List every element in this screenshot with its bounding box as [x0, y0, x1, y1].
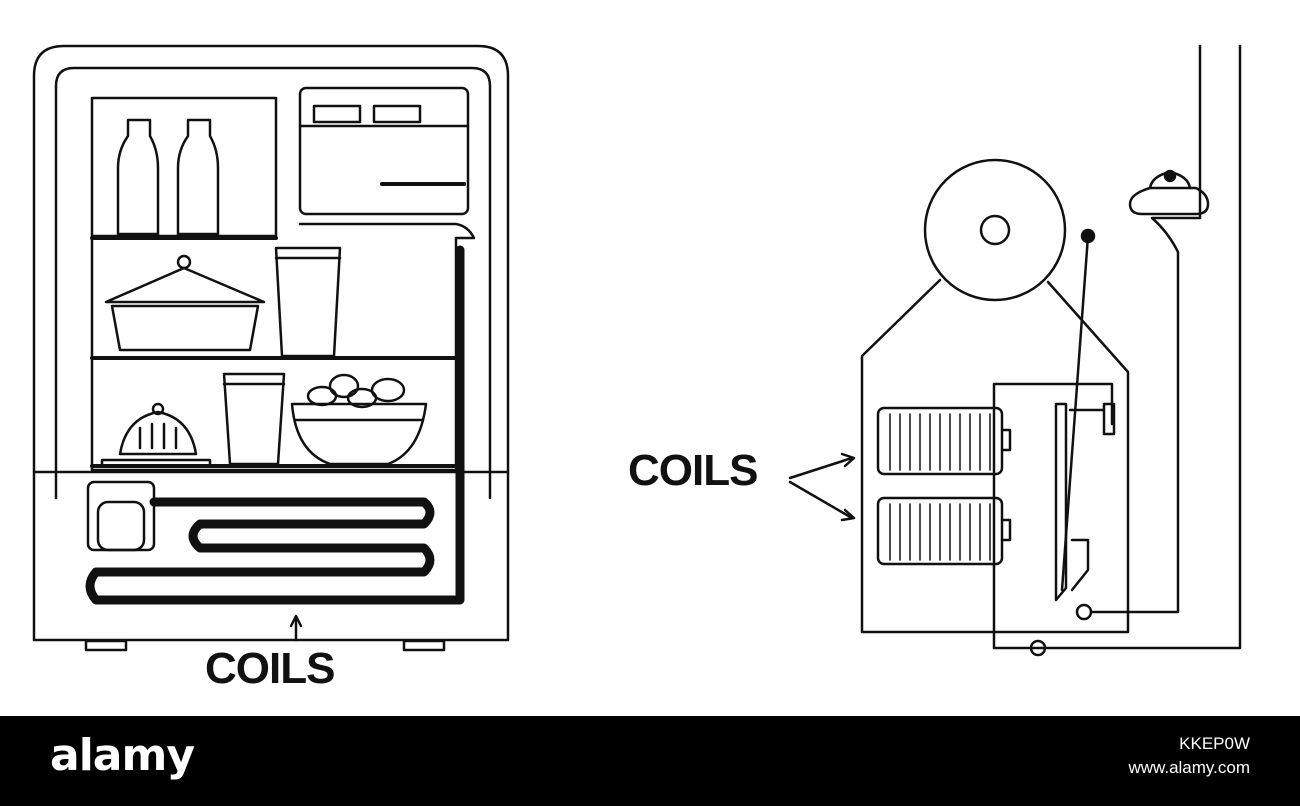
refrigerator-cabinet	[32, 44, 510, 642]
ice-tray	[372, 104, 422, 124]
refrigerator-coils	[85, 245, 465, 605]
bell-label-arrowheads	[840, 452, 856, 522]
coil-windings	[889, 413, 991, 561]
compressor-housing	[96, 500, 146, 552]
refrigerator-foot-left	[84, 639, 128, 652]
circuit-wire	[1089, 44, 1202, 614]
alamy-logo: alamy	[50, 730, 195, 781]
image-credit: KKEP0W www.alamy.com	[1128, 732, 1250, 780]
upper-left-compartment	[90, 96, 278, 238]
hammer-rod	[1060, 234, 1090, 592]
contact-screw	[1068, 402, 1116, 436]
circuit-wire	[992, 44, 1242, 650]
image-id: KKEP0W	[1179, 734, 1250, 753]
tall-tumbler	[274, 246, 342, 358]
covered-casserole-dish	[104, 254, 266, 352]
bell-gong	[923, 158, 1067, 302]
refrigerator-foot-right	[402, 639, 446, 652]
main-compartment	[90, 222, 476, 472]
armature	[1054, 402, 1068, 602]
butter-dish	[100, 402, 212, 468]
watermark-footer: alamy KKEP0W www.alamy.com	[0, 716, 1300, 806]
coil-pole-pieces	[1000, 428, 1012, 542]
bell-coils-label: COILS	[628, 446, 758, 495]
magnet-frame	[992, 382, 1114, 568]
spring-contact	[1070, 538, 1090, 592]
hammer-ball	[1080, 228, 1096, 244]
ice-tray	[312, 104, 362, 124]
freezer-compartment	[298, 86, 470, 216]
refrigerator-drawing	[32, 44, 510, 652]
coils-illustration	[32, 44, 1242, 657]
short-glass	[222, 372, 286, 466]
electric-bell-drawing	[788, 44, 1242, 657]
site-url: www.alamy.com	[1128, 758, 1250, 777]
gong-center	[979, 214, 1011, 246]
push-button	[1128, 169, 1210, 216]
refrigerator-inner-liner	[54, 66, 492, 500]
egg-bowl	[290, 373, 428, 466]
milk-bottle	[176, 118, 220, 236]
bell-label-arrows	[788, 456, 854, 520]
milk-bottle	[116, 118, 160, 236]
electromagnet-coil	[876, 406, 1004, 476]
refrigerator-coils-label: COILS	[205, 644, 335, 693]
terminal-screw	[1075, 603, 1093, 621]
fridge-label-arrowhead	[289, 614, 303, 628]
electromagnet-coil	[876, 496, 1004, 566]
